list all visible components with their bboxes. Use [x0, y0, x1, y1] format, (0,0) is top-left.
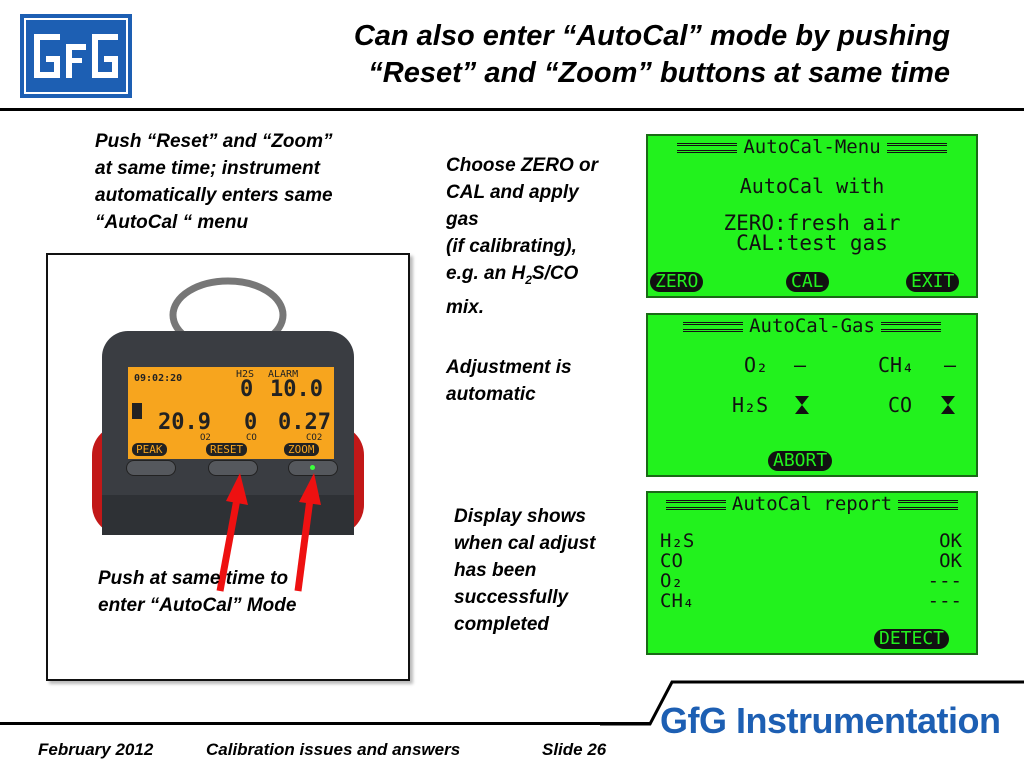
push-line: automatically enters same	[95, 185, 333, 206]
choose-example: e.g. an H2S/CO	[446, 263, 579, 287]
gas-co: CO	[888, 393, 913, 417]
report-status: ---	[927, 590, 962, 612]
autocal-gas-screen: AutoCal-Gas O₂ – CH₄ – H₂S CO ABORT	[646, 313, 978, 477]
screen-line: ZERO:fresh air	[723, 211, 901, 235]
screen-title: AutoCal report	[648, 493, 976, 515]
screen-title: AutoCal-Gas	[648, 315, 976, 337]
photo-caption: Push at same time to enter “AutoCal” Mod…	[98, 565, 296, 619]
softkey-detect[interactable]: DETECT	[874, 629, 950, 649]
slide-title: Can also enter “AutoCal” mode by pushing…	[150, 18, 950, 92]
push-instructions: Push “Reset” and “Zoom” at same time; in…	[95, 128, 415, 236]
footer-slide-number: Slide 26	[542, 740, 607, 759]
gfg-logo	[20, 14, 132, 98]
autocal-menu-screen: AutoCal-Menu AutoCal with ZERO:fresh air…	[646, 134, 978, 298]
softkey-cal[interactable]: CAL	[786, 272, 829, 292]
device-co-value: 0	[244, 410, 258, 435]
device-o2-label: O2	[200, 433, 211, 443]
title-divider	[0, 108, 1024, 111]
softkey-exit[interactable]: EXIT	[906, 272, 960, 292]
report-status: ---	[927, 570, 962, 592]
hourglass-icon	[941, 396, 955, 414]
reset-arrow	[216, 473, 248, 592]
status-led-icon	[310, 465, 315, 470]
choose-line: CAL and apply	[446, 182, 579, 203]
caption-line: enter “AutoCal” Mode	[98, 595, 297, 616]
device-alarm-label: ALARM	[268, 369, 299, 380]
arrows-layer	[216, 473, 321, 592]
footer-date: February 2012	[38, 740, 154, 759]
reset-button[interactable]	[208, 460, 258, 476]
push-line: Push “Reset” and “Zoom”	[95, 131, 333, 152]
choose-line: gas	[446, 209, 479, 230]
screen-title: AutoCal-Menu	[648, 136, 976, 158]
display-instructions: Display shows when cal adjust has been s…	[454, 506, 596, 635]
gas-o2-value: –	[794, 353, 807, 377]
caption-line: Push at same time to	[98, 568, 289, 589]
title-line-1: Can also enter “AutoCal” mode by pushing	[353, 20, 950, 52]
push-line: “AutoCal “ menu	[95, 212, 249, 233]
zoom-arrow	[294, 473, 321, 592]
screen-line: AutoCal with	[739, 174, 885, 198]
report-gas: O₂	[660, 570, 683, 592]
device-time: 09:02:20	[134, 373, 183, 384]
footer-swoosh	[600, 680, 1024, 726]
brand-name: GfG Instrumentation	[660, 700, 1001, 741]
device-o2-value: 20.9	[158, 410, 211, 435]
choose-line: Choose ZERO or	[446, 155, 599, 176]
report-gas-list: H₂S CO O₂ CH₄	[660, 531, 694, 611]
device-softkey-peak: PEAK	[132, 443, 167, 456]
screen-line: CAL:test gas	[736, 231, 888, 255]
device-illustration	[92, 277, 364, 535]
battery-icon	[132, 403, 142, 419]
gas-ch4-value: –	[944, 353, 957, 377]
device-reading-a: 0	[240, 377, 254, 402]
choose-line: (if calibrating),	[446, 236, 577, 257]
gfg-logo-graphic	[20, 14, 132, 98]
gas-o2: O₂	[744, 353, 769, 377]
device-co-label: CO	[246, 433, 257, 443]
device-softkey-reset: RESET	[206, 443, 248, 456]
report-gas: CO	[660, 550, 683, 572]
choose-instructions: Choose ZERO or CAL and apply gas (if cal…	[446, 152, 636, 321]
device-gas-label: H2S	[236, 369, 255, 380]
device-co2-label: CO2	[306, 433, 323, 443]
device-reading-b: 10.0	[270, 377, 323, 402]
report-status: OK	[939, 530, 962, 552]
footer-subject: Calibration issues and answers	[206, 740, 461, 759]
gas-ch4: CH₄	[878, 353, 915, 377]
autocal-report-screen: AutoCal report H₂S CO O₂ CH₄ OK OK --- -…	[646, 491, 978, 655]
softkey-abort[interactable]: ABORT	[768, 451, 833, 471]
device-softkey-zoom: ZOOM	[284, 443, 319, 456]
device-photo-frame: 09:02:20 H2S ALARM 0 10.0 20.9 0 0.27 O2…	[46, 253, 410, 681]
push-line: at same time; instrument	[95, 158, 320, 179]
peak-button[interactable]	[126, 460, 176, 476]
hourglass-icon	[795, 396, 809, 414]
report-status: OK	[939, 550, 962, 572]
footer-divider	[0, 722, 650, 725]
softkey-zero[interactable]: ZERO	[650, 272, 704, 292]
report-status-list: OK OK --- ---	[928, 531, 962, 611]
choose-line: mix.	[446, 296, 485, 318]
gas-h2s: H₂S	[732, 393, 769, 417]
adjust-instructions: Adjustment is automatic	[446, 357, 572, 405]
report-gas: H₂S	[660, 530, 695, 552]
report-gas: CH₄	[660, 590, 695, 612]
device-co2-value: 0.27	[278, 410, 331, 435]
title-line-2: “Reset” and “Zoom” buttons at same time	[368, 57, 950, 89]
